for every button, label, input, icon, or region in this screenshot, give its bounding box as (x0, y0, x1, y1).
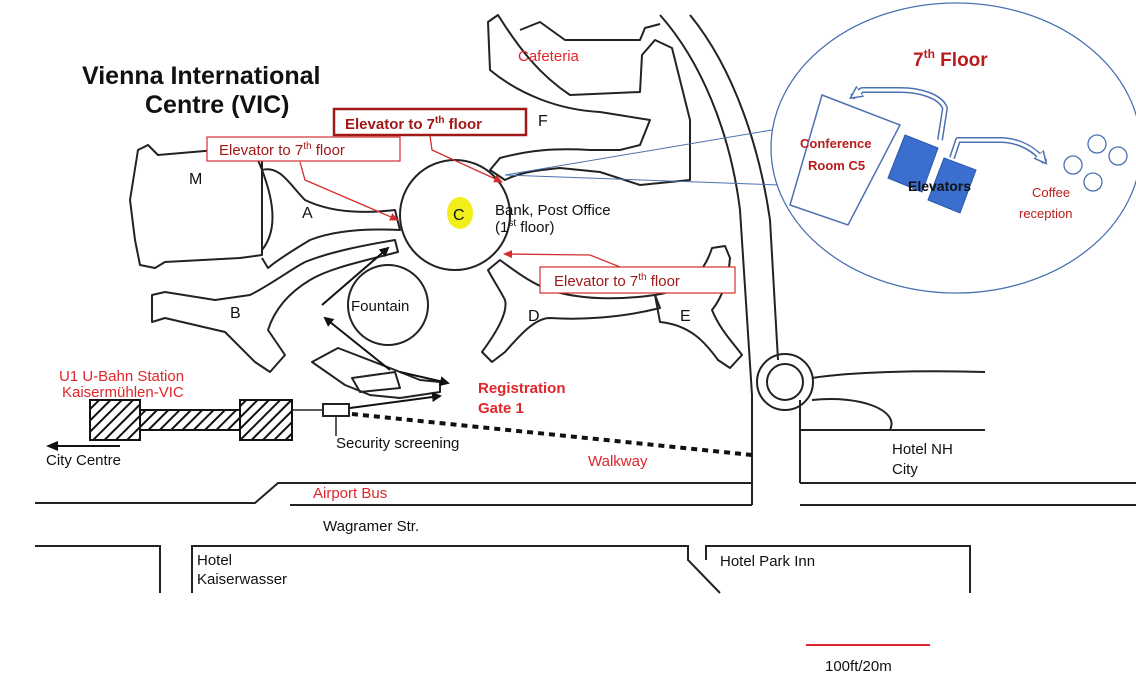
elevator-callout-right: Elevator to 7th floor (503, 250, 736, 294)
ubahn-platform-right (239, 399, 293, 441)
label-ubahn-line1: U1 U-Bahn Station (59, 368, 184, 385)
label-hotel-nh-line1: Hotel NH (892, 441, 953, 458)
label-cafeteria: Cafeteria (518, 48, 580, 65)
elevator-block-2 (927, 157, 977, 214)
label-walkway: Walkway (588, 453, 648, 470)
label-hotel-kaiser-line2: Kaiserwasser (197, 571, 287, 588)
label-building-d: D (528, 308, 540, 325)
roundabout-inner (766, 363, 804, 401)
inset-elevators-label: Elevators (908, 178, 971, 194)
building-f-outline (487, 14, 691, 186)
ubahn-connector (139, 409, 241, 431)
map-title-line2: Centre (VIC) (145, 91, 289, 119)
building-m-outline (129, 144, 263, 269)
arrow-to-building-c (321, 246, 390, 306)
label-wagramer: Wagramer Str. (323, 518, 419, 535)
road-vertical-east (689, 14, 779, 361)
label-airport-bus: Airport Bus (313, 485, 387, 502)
label-scale: 100ft/20m (825, 658, 892, 675)
callout-right-post: floor (647, 273, 680, 290)
building-c-highlight (447, 197, 473, 229)
callout-top-sup: th (435, 115, 444, 126)
inset-conference-line1: Conference (800, 136, 872, 151)
elevator-block-1 (887, 134, 939, 193)
inset-title-post: Floor (935, 50, 988, 71)
label-bank-line2: (1st floor) (495, 218, 554, 236)
elevator-callout-top: Elevator to 7th floor (332, 107, 528, 183)
path-arrows (321, 246, 450, 409)
ubahn-station (89, 399, 293, 441)
bank-line2-pre: (1 (495, 219, 508, 236)
inset-conference-line2: Room C5 (808, 158, 865, 173)
label-registration-line2: Gate 1 (478, 400, 524, 417)
svg-text:Elevator to 7th floor: Elevator to 7th floor (219, 141, 345, 159)
label-ubahn-line2: Kaisermühlen-VIC (62, 384, 184, 401)
inset-title-sup: th (924, 47, 935, 61)
building-a-outline (261, 168, 401, 269)
label-hotel-nh-line2: City (892, 461, 918, 478)
label-hotel-kaiser-line1: Hotel (197, 552, 232, 569)
label-building-c: C (453, 207, 465, 224)
bank-line2-sup: st (508, 218, 516, 229)
callout-top-post: floor (444, 116, 482, 133)
inset-arrow-to-coffee-inner (950, 138, 1044, 160)
arrow-from-security (349, 392, 442, 409)
inset-coffee-line2: reception (1019, 206, 1072, 221)
building-b-outline (151, 239, 399, 373)
inset-title: 7th Floor (913, 47, 988, 71)
label-building-a: A (302, 205, 313, 222)
label-registration-line1: Registration (478, 380, 566, 397)
bank-line2-post: floor) (516, 219, 554, 236)
callout-top-pre: Elevator to 7 (345, 116, 435, 133)
arrow-from-registration-2 (399, 371, 450, 387)
road-edge-south-left (35, 545, 161, 593)
callout-left-post: floor (312, 142, 345, 159)
road-to-hotel-nh (811, 370, 986, 379)
inset-coffee-line1: Coffee (1032, 185, 1070, 200)
svg-text:Elevator to 7th floor: Elevator to 7th floor (554, 272, 680, 290)
callout-right-sup: th (638, 272, 646, 283)
ubahn-platform-left (89, 399, 141, 441)
label-fountain: Fountain (351, 298, 409, 315)
inset-leader-lines (504, 129, 781, 186)
conference-room-shape (789, 94, 902, 226)
inset-arrow-to-conference-inner (855, 88, 947, 141)
label-building-e: E (680, 308, 691, 325)
road-vertical-west (659, 14, 753, 505)
walkway-line (351, 412, 753, 457)
road-edge-south-mid (191, 545, 721, 594)
elevator-callout-left: Elevator to 7th floor (206, 136, 401, 221)
building-f-upper (519, 21, 661, 41)
label-building-b: B (230, 305, 241, 322)
road-edge-north (35, 482, 752, 504)
svg-text:Elevator to 7th floor: Elevator to 7th floor (345, 115, 482, 133)
label-security: Security screening (336, 435, 459, 452)
callout-right-pre: Elevator to 7 (554, 273, 638, 290)
roads (35, 14, 1136, 594)
callout-left-pre: Elevator to 7 (219, 142, 303, 159)
roundabout-outer (756, 353, 814, 411)
registration-building (311, 347, 441, 399)
inset-title-pre: 7 (913, 50, 924, 71)
road-edge-south-right (705, 545, 971, 593)
arrow-to-registration-1 (323, 316, 391, 371)
map-title-line1: Vienna International (82, 62, 320, 90)
city-centre-arrow (46, 441, 120, 451)
label-building-f: F (538, 113, 548, 130)
label-hotel-park: Hotel Park Inn (720, 553, 815, 570)
label-city-centre: City Centre (46, 452, 121, 469)
fountain-outline (347, 264, 429, 346)
seventh-floor-inset (770, 2, 1136, 294)
building-e-outline (654, 245, 743, 369)
security-box (322, 403, 350, 417)
coffee-tables (1063, 134, 1128, 192)
label-bank-line1: Bank, Post Office (495, 202, 611, 219)
building-m-inner (257, 159, 274, 251)
road-to-hotel-nh-2 (811, 398, 893, 431)
label-building-m: M (189, 171, 202, 188)
callout-left-sup: th (303, 141, 311, 152)
registration-building-inner (351, 371, 401, 393)
